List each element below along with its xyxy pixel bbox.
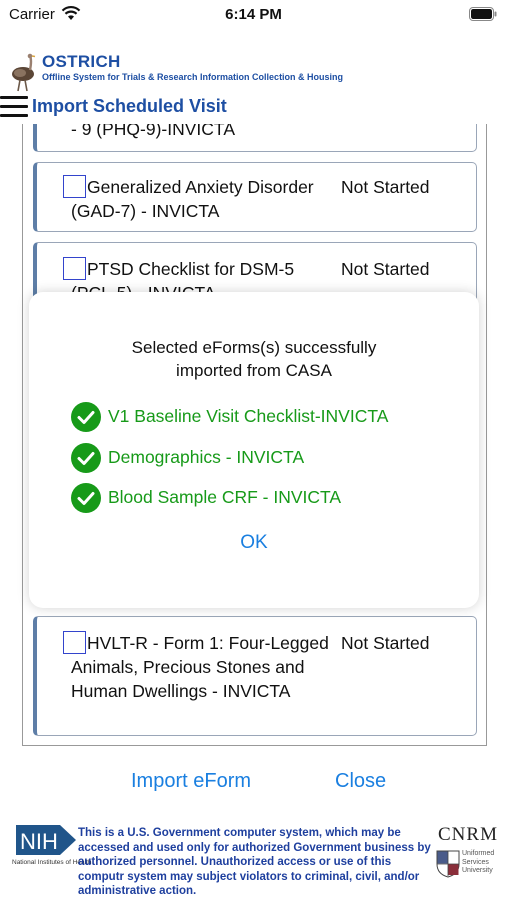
imported-item-label: Demographics - INVICTA	[108, 447, 305, 467]
eform-status: Not Started	[341, 633, 430, 653]
nih-logo: NIH National Institutes of Health	[12, 823, 92, 879]
check-circle-icon	[71, 483, 101, 513]
clock: 6:14 PM	[225, 6, 282, 23]
import-success-dialog: Selected eForms(s) successfully imported…	[29, 292, 479, 608]
eform-status: Not Started	[341, 177, 430, 197]
eform-name: - 9 (PHQ-9)-INVICTA	[71, 124, 235, 139]
close-button[interactable]: Close	[335, 770, 387, 792]
list-item: HVLT-R - Form 1: Four-Legged Animals, Pr…	[33, 616, 477, 736]
cnrm-logo: CNRM Uniformed Services University	[434, 824, 507, 884]
list-item: Generalized Anxiety Disorder (GAD-7) - I…	[33, 162, 477, 232]
carrier-label: Carrier	[9, 6, 55, 23]
page-title: Import Scheduled Visit	[32, 96, 227, 116]
eform-status: Not Started	[341, 259, 430, 279]
usu-shield-icon	[436, 850, 460, 878]
wifi-icon	[61, 6, 81, 20]
cnrm-title: CNRM	[438, 824, 498, 845]
menu-icon[interactable]	[0, 96, 28, 122]
eform-name: HVLT-R - Form 1: Four-Legged Animals, Pr…	[71, 633, 329, 701]
import-eform-button[interactable]: Import eForm	[131, 770, 252, 792]
check-circle-icon	[71, 443, 101, 473]
usu-text: Uniformed Services University	[462, 850, 495, 874]
battery-icon	[469, 7, 497, 21]
eform-list[interactable]: - 9 (PHQ-9)-INVICTA Generalized Anxiety …	[22, 124, 487, 746]
eform-checkbox[interactable]	[63, 257, 86, 280]
status-bar: Carrier 6:14 PM	[0, 0, 507, 30]
dialog-message: Selected eForms(s) successfully imported…	[29, 336, 479, 382]
eform-name: Generalized Anxiety Disorder (GAD-7) - I…	[71, 177, 314, 221]
imported-item: Blood Sample CRF - INVICTA	[71, 483, 451, 513]
brand-title: OSTRICH	[42, 52, 121, 71]
eform-checkbox[interactable]	[63, 631, 86, 654]
government-disclaimer: This is a U.S. Government computer syste…	[78, 827, 431, 897]
ostrich-logo-icon	[12, 53, 36, 92]
imported-item-label: V1 Baseline Visit Checklist-INVICTA	[108, 406, 389, 426]
brand-subtitle: Offline System for Trials & Research Inf…	[42, 72, 344, 82]
dialog-message-text: Selected eForms(s) successfully imported…	[131, 338, 377, 380]
check-circle-icon	[71, 402, 101, 432]
imported-item-label: Blood Sample CRF - INVICTA	[108, 487, 342, 507]
list-item: - 9 (PHQ-9)-INVICTA	[33, 124, 477, 152]
nih-caption: National Institutes of Health	[12, 859, 92, 866]
imported-item: V1 Baseline Visit Checklist-INVICTA	[71, 402, 451, 432]
eform-checkbox[interactable]	[63, 175, 86, 198]
imported-item: Demographics - INVICTA	[71, 443, 451, 473]
nih-logo-text: NIH	[20, 829, 58, 854]
nih-logo-icon: NIH	[16, 825, 76, 855]
app-brand: OSTRICH Offline System for Trials & Rese…	[6, 50, 426, 92]
ok-button[interactable]: OK	[240, 532, 268, 553]
